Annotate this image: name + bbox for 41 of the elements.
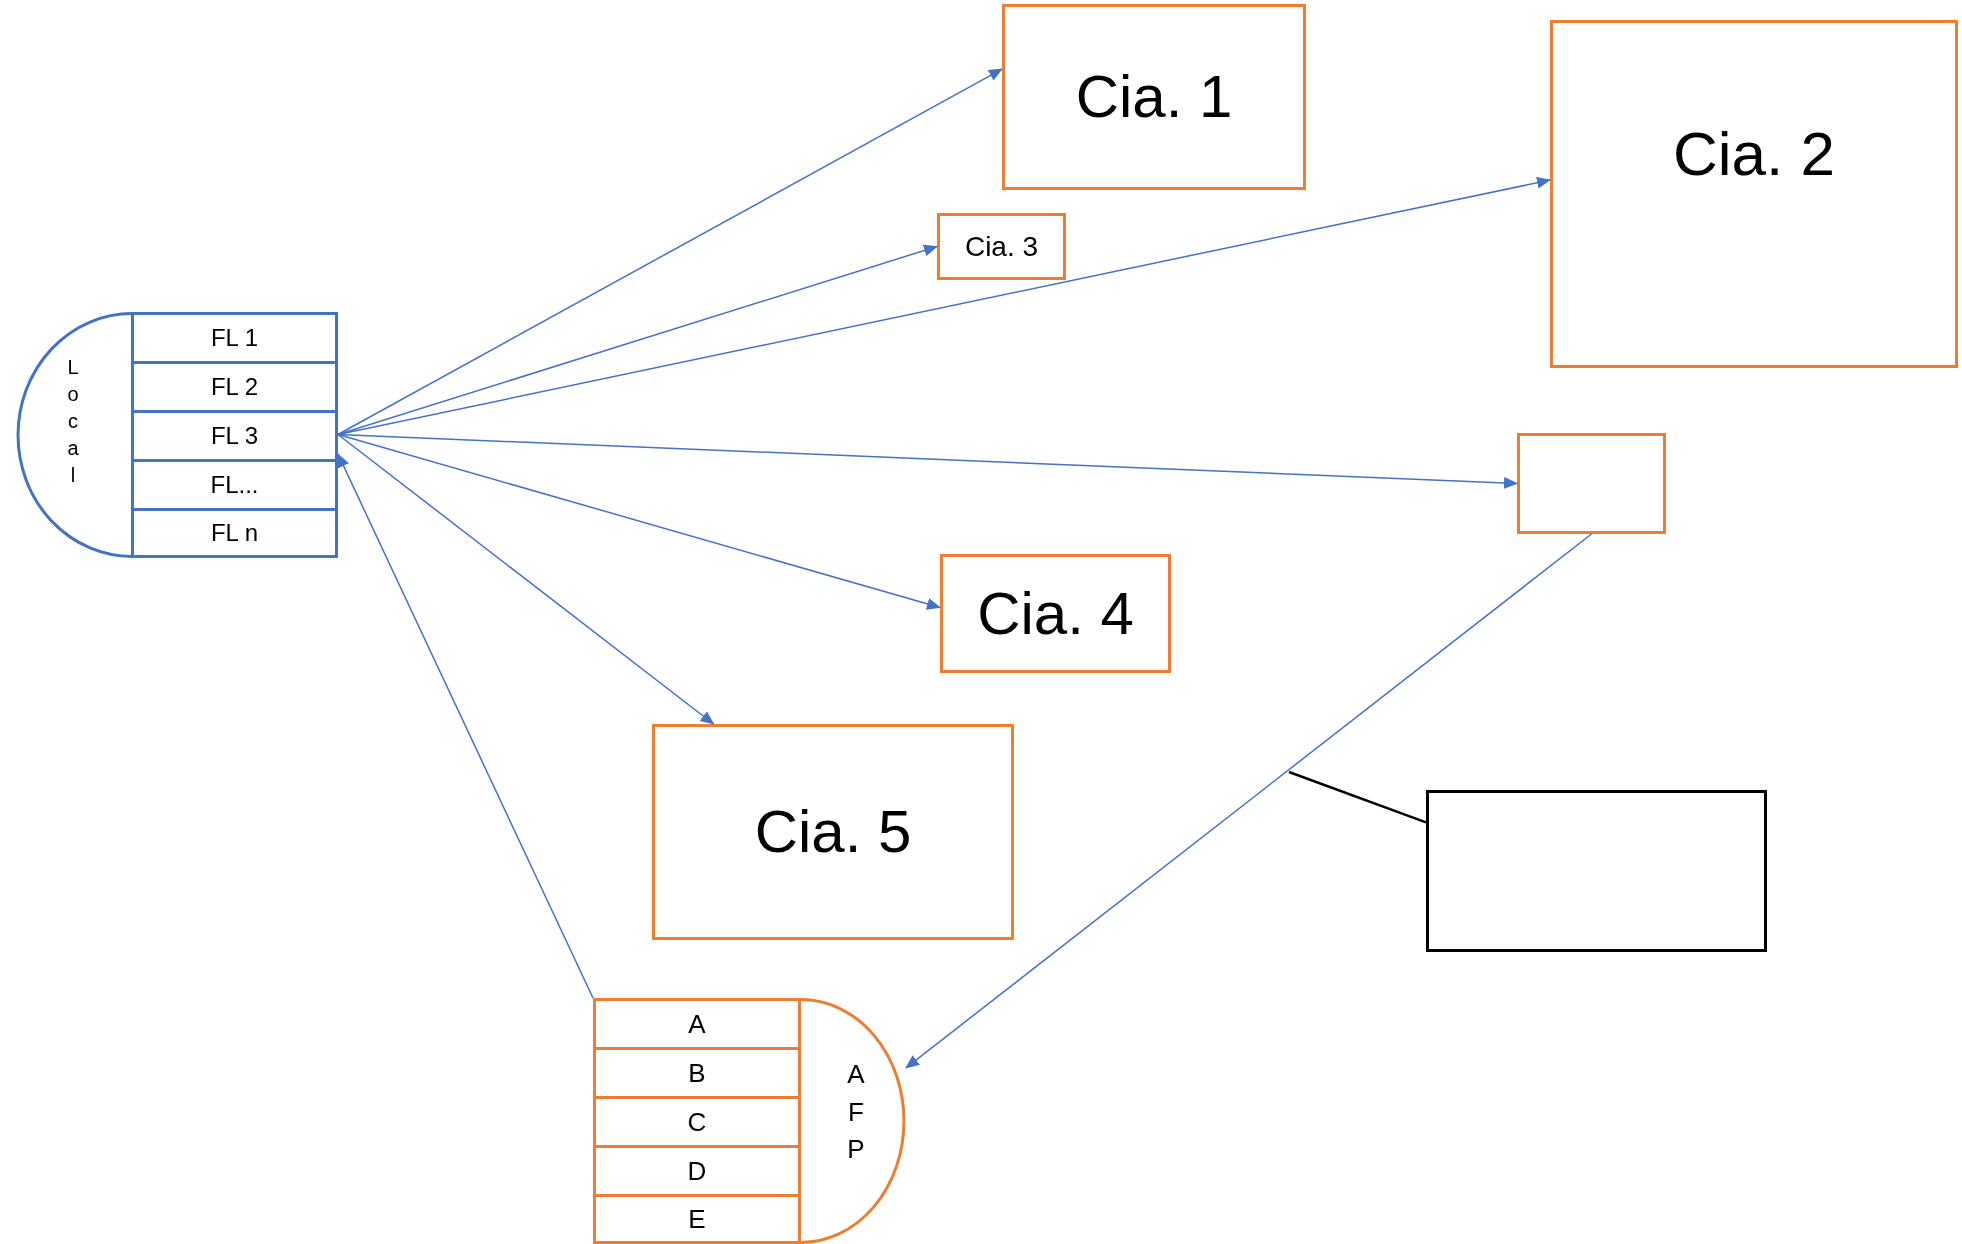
table-row — [593, 1096, 801, 1148]
company-box — [1517, 433, 1666, 534]
box-label: FL 2 — [210, 375, 259, 399]
box-label: E — [688, 1206, 706, 1232]
table-row — [131, 459, 338, 511]
arrow — [337, 176, 1551, 436]
note-box — [1426, 790, 1767, 952]
arrow — [337, 433, 715, 725]
box-label: FL 3 — [210, 424, 259, 448]
arrow — [337, 433, 941, 610]
box-label: B — [688, 1060, 706, 1086]
table-row — [593, 1194, 801, 1244]
table-row — [593, 1047, 801, 1099]
box-label: C — [687, 1109, 707, 1135]
arrow — [905, 533, 1593, 1069]
table-row — [131, 410, 338, 462]
box-label: Cia. 5 — [754, 802, 912, 862]
box-label: FL 1 — [210, 326, 259, 350]
company-box — [1002, 4, 1306, 190]
arrow — [337, 68, 1003, 436]
table-row — [131, 312, 338, 364]
company-box — [1550, 20, 1958, 368]
company-box — [940, 554, 1171, 673]
arrow — [337, 453, 594, 999]
box-label: Cia. 3 — [964, 232, 1039, 261]
table-row — [131, 508, 338, 558]
company-box — [937, 213, 1066, 280]
table-row — [131, 361, 338, 413]
box-label: D — [687, 1158, 707, 1184]
vertical-label: Local — [66, 355, 80, 488]
box-label: A — [688, 1011, 706, 1037]
company-box — [652, 724, 1014, 940]
box-label: FL n — [210, 521, 259, 545]
box-label: Cia. 2 — [1673, 123, 1835, 185]
box-label: Cia. 4 — [977, 583, 1134, 644]
box-label: Cia. 1 — [1075, 67, 1233, 127]
box-label: FL... — [210, 473, 259, 497]
leader-line — [1288, 770, 1427, 824]
vertical-label: AFP — [846, 1058, 866, 1167]
table-row — [593, 1145, 801, 1197]
table-row — [593, 998, 801, 1050]
